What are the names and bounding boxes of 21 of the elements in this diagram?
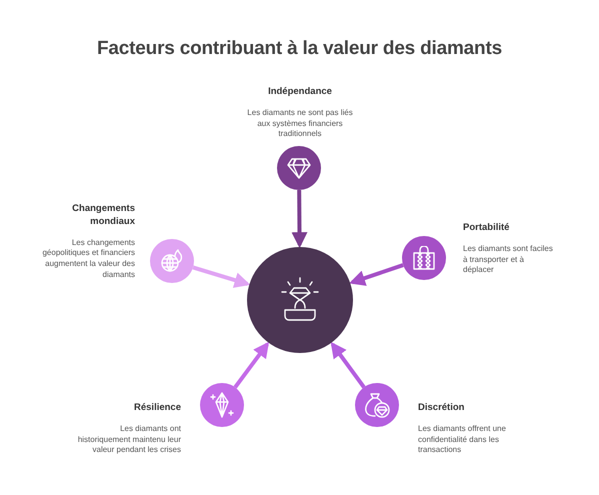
heading: Discrétion xyxy=(418,402,466,415)
title: Facteurs contribuant à la valeur des diamants xyxy=(96,38,503,60)
heading: Indépendance xyxy=(267,86,333,99)
heading: Résilience xyxy=(133,402,181,415)
heading: Portabilité xyxy=(463,222,510,235)
description: Les changements géopolitiques et financiers augmentent la valeur des diamants xyxy=(41,238,135,281)
node-circle xyxy=(150,239,194,283)
description: Les diamants ne sont pas liés aux systèmes financiers traditionnels xyxy=(246,108,354,140)
node-circle xyxy=(355,383,399,427)
node-circle xyxy=(200,383,244,427)
description: Les diamants sont faciles à transporter et à déplacer xyxy=(463,244,554,276)
arrow xyxy=(291,190,308,248)
arrow xyxy=(192,266,250,288)
node-circle xyxy=(402,236,446,280)
arrow xyxy=(234,342,270,389)
description: Les diamants offrent une confidentialité dans les transactions xyxy=(418,424,507,456)
heading: Changements mondiaux xyxy=(71,203,135,229)
arrow xyxy=(330,342,366,388)
description: Les diamants ont historiquement maintenu leur valeur pendant les crises xyxy=(76,424,181,456)
arrow xyxy=(349,263,404,286)
node-circle xyxy=(277,146,321,190)
